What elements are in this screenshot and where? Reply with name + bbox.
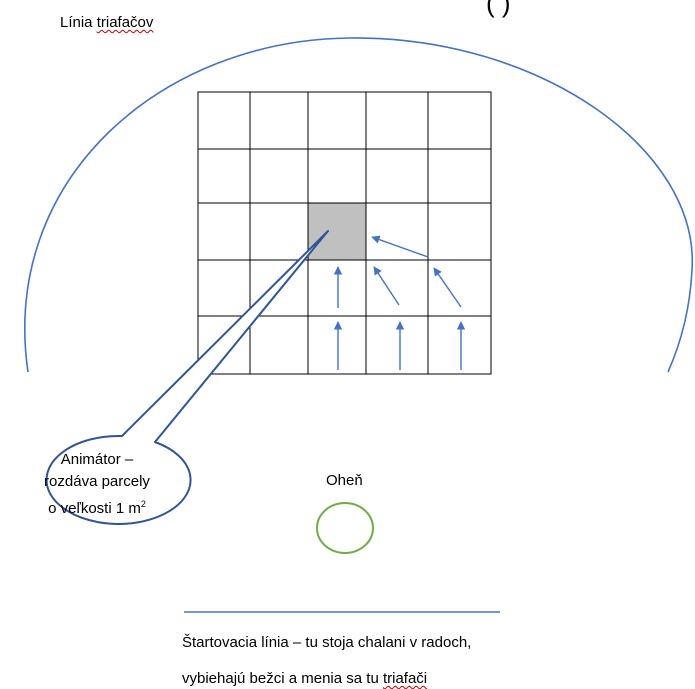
grid-highlight-cell — [308, 203, 366, 260]
bubble-line-3-text: o veľkosti 1 m — [48, 500, 141, 517]
top-right-fragment: ( ) — [486, 0, 511, 18]
title-word-1: Línia — [60, 14, 97, 31]
start-line-caption-2: vybiehajú bežci a menia sa tu triafači — [182, 670, 427, 687]
thrower-line-arc — [24, 37, 693, 373]
start-line-caption-1: Štartovacia línia – tu stoja chalani v r… — [182, 634, 472, 651]
bubble-line-1: Animátor – — [60, 451, 134, 468]
start-line-caption-2-text: vybiehajú bežci a menia sa tu — [182, 670, 383, 687]
title-word-2: triafačov — [96, 14, 154, 31]
animator-speech-bubble — [45, 230, 329, 525]
fire-label: Oheň — [326, 472, 363, 489]
fire-circle — [316, 502, 374, 554]
bubble-line-2: rozdáva parcely — [44, 473, 150, 490]
arrow — [373, 266, 400, 306]
bubble-line-3-sup: 2 — [140, 499, 146, 509]
arrow — [433, 267, 462, 308]
start-line-caption-2-word: triafači — [382, 670, 428, 687]
arrow — [371, 235, 429, 258]
runner-arrows — [333, 235, 466, 370]
animator-bubble-text: Animátor – rozdáva parcely o veľkosti 1 … — [22, 449, 172, 520]
thrower-line-label: Línia triafačov — [60, 14, 153, 31]
parcel-grid — [197, 91, 492, 375]
bubble-line-3: o veľkosti 1 m2 — [22, 493, 172, 520]
